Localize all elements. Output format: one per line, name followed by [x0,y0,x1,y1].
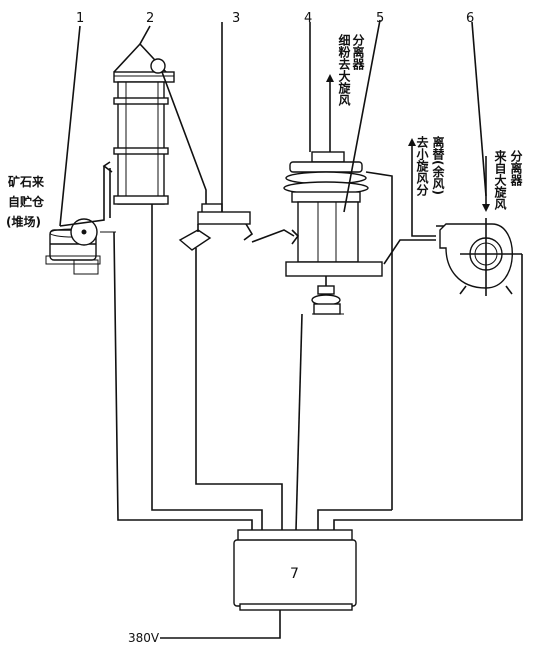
cyclone-source-col2: 来自大旋风 [493,149,507,211]
bucket-elevator [102,42,207,205]
label-part-1: 1 [76,11,84,26]
ore-source-line2: 自贮仓 [8,194,45,209]
surplus-air-col2: 去小旋风分 [415,135,429,197]
cyclone-source-col1: 分离器 [509,149,523,187]
blower-fan [365,21,522,510]
discharge-valve [178,22,295,251]
ore-source-line1: 矿石来 [8,174,45,189]
label-part-2: 2 [146,11,154,26]
ore-source-line3: (堆场) [6,214,41,229]
raymond-mill [283,19,383,315]
label-part-3: 3 [232,11,240,26]
feeder-unit [45,166,116,275]
label-part-6: 6 [466,11,474,26]
label-part-7: 7 [290,566,299,582]
label-part-5: 5 [376,11,384,26]
fines-dest-col2: 细粉去大旋风 [337,33,351,107]
power-cabinet [113,204,523,639]
label-part-4: 4 [304,11,312,26]
supply-voltage-label: 380V [128,631,160,645]
surplus-air-col1: 离替(余风) [431,135,445,195]
fines-dest-col1: 分离器 [351,33,365,71]
